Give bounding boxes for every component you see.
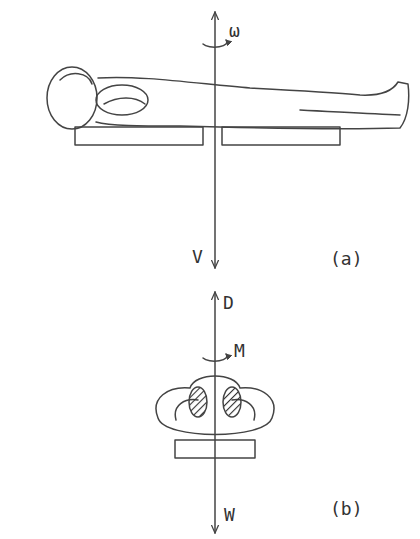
arm-fold xyxy=(104,98,145,104)
body-outline xyxy=(156,376,274,435)
board xyxy=(175,440,255,458)
force-label: V xyxy=(192,248,203,266)
rotation-symbol xyxy=(203,354,227,361)
force-label: W xyxy=(224,506,235,524)
leg-outline xyxy=(175,400,254,420)
figure-label: (a) xyxy=(330,250,363,268)
leg-line xyxy=(300,110,400,115)
figure-label: (b) xyxy=(330,500,363,518)
rotation-label: ω xyxy=(229,22,240,40)
foot xyxy=(223,387,241,417)
body-outline xyxy=(96,77,409,128)
axis-arrow xyxy=(214,12,216,268)
arm-outline xyxy=(96,85,148,115)
foot xyxy=(189,387,207,417)
axis-arrow xyxy=(214,292,216,533)
force-label: D xyxy=(223,294,234,312)
hair-line xyxy=(60,74,92,84)
moment-label: M xyxy=(234,342,245,360)
head-outline xyxy=(47,67,97,129)
board xyxy=(75,127,203,145)
board xyxy=(222,127,340,145)
rotation-symbol xyxy=(203,40,227,47)
